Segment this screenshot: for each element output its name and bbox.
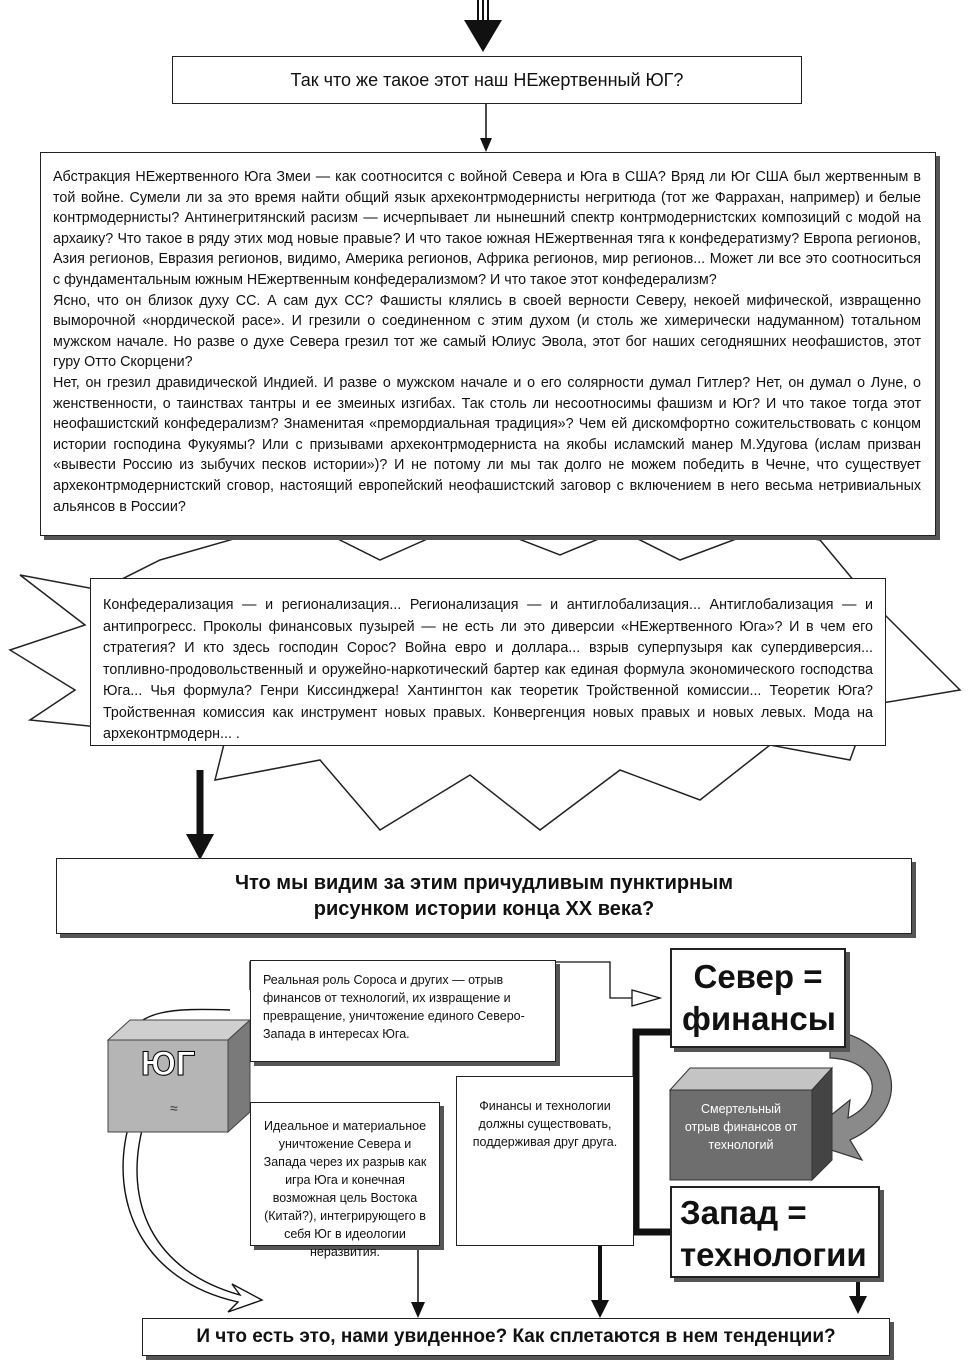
south-cube-mark: ≈ bbox=[170, 1100, 178, 1116]
north-label: Север = финансы bbox=[682, 958, 836, 1037]
soros-note-box: Реальная роль Сороса и других — отрыв фи… bbox=[250, 960, 556, 1062]
middle-question: Что мы видим за этим причудливым пунктир… bbox=[234, 872, 734, 920]
destruction-note-box: Идеальное и материальное уничтожение Сев… bbox=[250, 1102, 440, 1259]
arrow-to-middle-question bbox=[186, 770, 214, 860]
star-text-box: Конфедерализация — и регионализация... Р… bbox=[90, 578, 886, 746]
main-text-p2: Ясно, что он близок духу СС. А сам дух С… bbox=[53, 292, 921, 371]
gap-note: Смертельный отрыв финансов от технологий bbox=[684, 1102, 798, 1152]
coexist-note-box: Финансы и технологии должны существовать… bbox=[456, 1076, 634, 1246]
top-entry-arrow bbox=[464, 0, 502, 52]
arrow-south-to-west bbox=[122, 1127, 264, 1313]
top-question: Так что же такое этот наш НЕжертвенный Ю… bbox=[290, 69, 684, 90]
coexist-note: Финансы и технологии должны существовать… bbox=[472, 1099, 618, 1149]
star-text: Конфедерализация — и регионализация... Р… bbox=[103, 597, 873, 742]
main-text-p3: Нет, он грезил дравидической Индией. И р… bbox=[53, 374, 921, 515]
west-box: Запад = технологии bbox=[670, 1186, 880, 1278]
arrow-to-main-text bbox=[480, 104, 492, 152]
soros-note: Реальная роль Сороса и других — отрыв фи… bbox=[263, 973, 525, 1041]
main-text-box: Абстракция НЕжертвенного Юга Змеи — как … bbox=[40, 152, 936, 536]
south-label: ЮГ bbox=[140, 1045, 196, 1084]
destruction-note: Идеальное и материальное уничтожение Сев… bbox=[263, 1119, 427, 1259]
top-question-box: Так что же такое этот наш НЕжертвенный Ю… bbox=[172, 56, 802, 104]
bottom-question-box: И что есть это, нами увиденное? Как спле… bbox=[142, 1318, 890, 1356]
south-cube bbox=[106, 1018, 252, 1134]
gap-cube bbox=[668, 1066, 834, 1182]
bottom-question: И что есть это, нами увиденное? Как спле… bbox=[196, 1326, 836, 1347]
middle-question-box: Что мы видим за этим причудливым пунктир… bbox=[56, 858, 912, 934]
main-text-p1: Абстракция НЕжертвенного Юга Змеи — как … bbox=[53, 169, 921, 288]
west-label: Запад = технологии bbox=[680, 1194, 867, 1273]
north-west-link bbox=[632, 1028, 676, 1236]
north-box: Север = финансы bbox=[670, 948, 846, 1048]
